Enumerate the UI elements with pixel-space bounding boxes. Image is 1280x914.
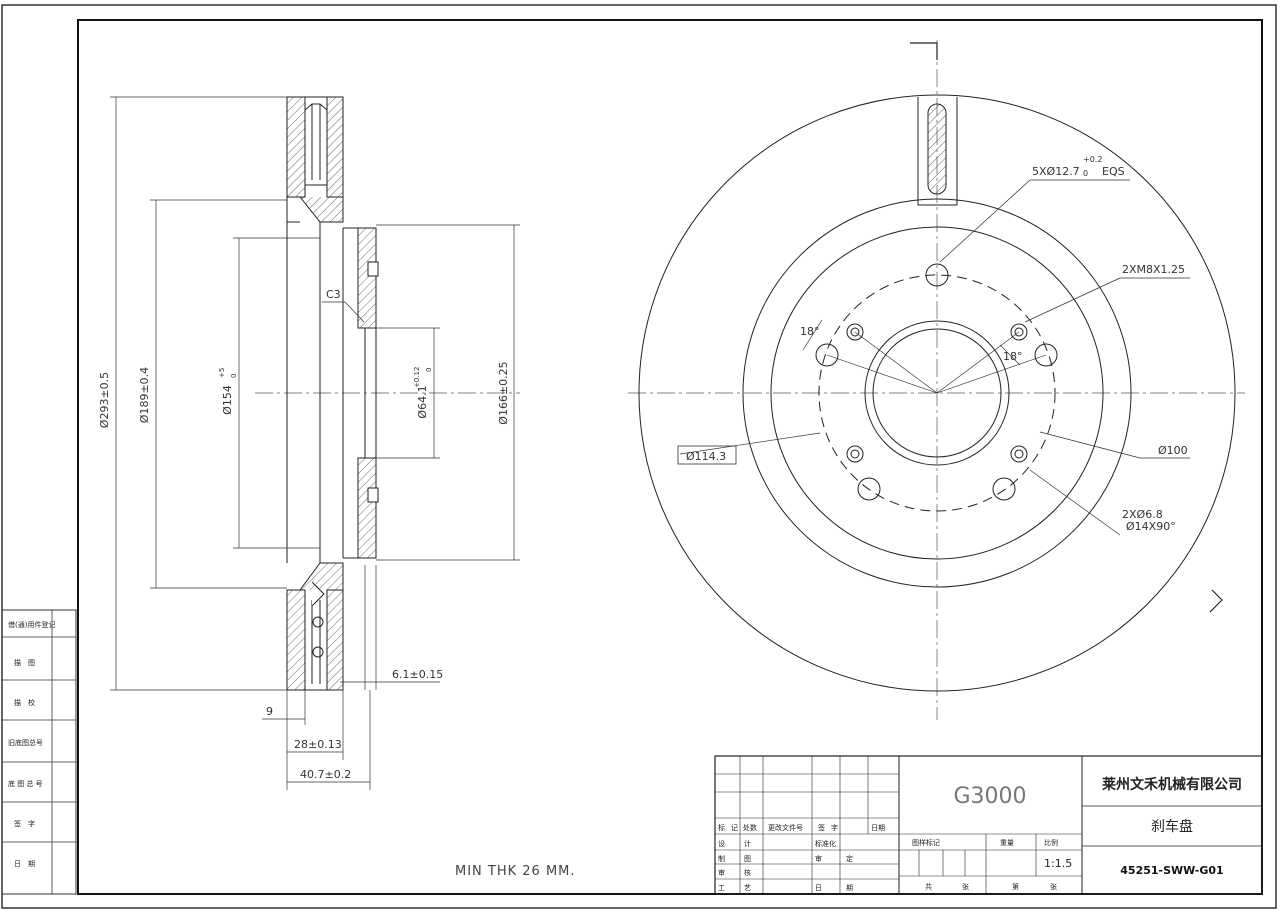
sheet-1: 张 [962,882,969,891]
label-pcd: Ø114.3 [686,450,726,463]
side-row-4: 底 图 总 号 [8,779,43,788]
sign-row-0-a: 设 [718,839,725,848]
rev-header-2: 处数 [743,823,757,832]
dim-d154-tol-upper: +5 [218,368,226,378]
section-dims [110,96,520,790]
dim-d64: Ø64.1 [416,385,429,418]
label-holes-eqs: EQS [1102,165,1125,178]
label-holes-main-tol: +0.2 [1083,155,1102,164]
rev-header-5: 字 [831,823,838,832]
sign-row-3-d: 期 [846,884,853,892]
dim-nine: 9 [266,705,273,718]
sign-row-1-c: 审 [815,854,822,863]
label-small-holes: 2XØ6.8 [1122,508,1163,521]
section-view [255,96,520,691]
info-header-2: 比例 [1044,838,1058,847]
sheet-2: 第 [1012,882,1019,891]
rev-header-1: 记 [731,824,738,832]
outer-frame [1,4,1277,909]
min-thickness-note: MIN THK 26 MM. [455,864,576,879]
rev-header-0: 标 [718,823,725,832]
scale: 1:1.5 [1044,857,1072,870]
sign-row-3-c: 日 [815,884,822,892]
label-angle-right: 18° [1003,350,1023,363]
inner-frame [77,19,1263,895]
side-row-2: 描 校 [14,698,35,707]
side-row-5: 签 字 [14,819,35,828]
front-view [628,40,1245,720]
dim-chamfer: C3 [326,288,341,301]
company-name: 莱州文禾机械有限公司 [1102,776,1242,793]
sheet-3: 张 [1050,882,1057,891]
side-row-3: 旧底图总号 [8,738,43,747]
sign-row-3-a: 工 [718,884,725,892]
label-countersink: Ø14X90° [1126,520,1176,533]
dim-d166: Ø166±0.25 [497,361,510,424]
sign-row-0-b: 计 [744,839,751,848]
dim-d64-tol-lower: 0 [425,368,433,372]
dim-len40: 40.7±0.2 [300,768,351,781]
side-row-0: 借(通)用件登记 [8,620,55,629]
title-block [714,755,1263,895]
front-leaders [679,179,1190,536]
pcd-box [677,445,737,465]
label-holes-main: 5XØ12.7 [1032,165,1080,178]
label-d100: Ø100 [1158,444,1188,457]
dim-d64-tol-upper: +0.12 [413,367,421,388]
sign-row-2-a: 审 [718,868,725,877]
sign-row-1-d: 定 [846,854,853,863]
side-table: 借(通)用件登记 描 图 描 校 旧底图总号 底 图 总 号 签 字 日 期 [1,609,77,895]
label-holes-main-tol-lower: 0 [1083,169,1088,178]
label-threads: 2XM8X1.25 [1122,263,1185,276]
sign-row-3-b: 艺 [744,884,751,892]
sign-row-1-b: 图 [744,855,751,863]
rev-header-6: 日期 [871,824,885,832]
part-number: 45251-SWW-G01 [1120,864,1223,877]
label-angle-left: 18° [800,325,820,338]
sign-row-2-b: 核 [744,868,751,877]
dim-d189: Ø189±0.4 [138,367,151,423]
info-header-1: 重量 [1000,839,1014,847]
sign-row-0-c: 标准化 [815,839,836,848]
sign-row-1-a: 制 [718,854,725,863]
info-header-0: 图样标记 [912,838,940,847]
material: G3000 [953,784,1026,809]
dim-d293: Ø293±0.5 [98,372,111,428]
dim-d154-tol-lower: 0 [230,374,238,378]
side-row-1: 描 图 [14,658,35,667]
rev-header-4: 签 [818,823,825,832]
sheet-0: 共 [925,882,932,891]
rev-header-3: 更改文件号 [768,823,803,832]
side-row-6: 日 期 [14,860,35,868]
dim-hat-thk: 6.1±0.15 [392,668,443,681]
dim-thk28: 28±0.13 [294,738,342,751]
dim-d154: Ø154 [221,385,234,415]
part-name: 刹车盘 [1151,818,1193,835]
